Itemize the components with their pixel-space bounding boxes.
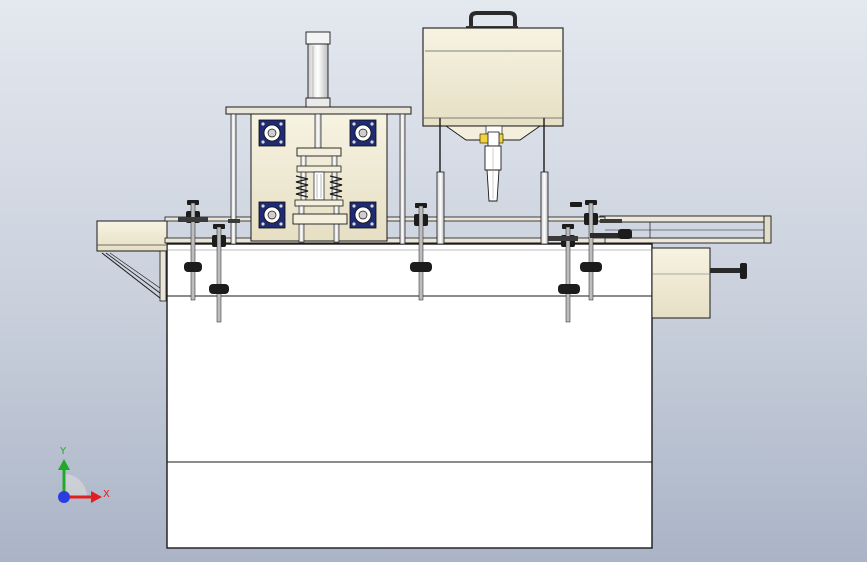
cap-hopper bbox=[422, 11, 564, 245]
cabinet-body bbox=[166, 243, 653, 549]
x-axis-label: X bbox=[103, 489, 110, 500]
coordinate-triad: Y X bbox=[58, 446, 110, 503]
servo-motor-bottom-left bbox=[258, 201, 286, 229]
rail-clamp-left bbox=[178, 217, 240, 223]
left-infeed-table bbox=[96, 220, 168, 302]
box-knob[interactable] bbox=[710, 263, 747, 279]
servo-motor-top-right bbox=[349, 119, 377, 147]
spring-guide-mechanism bbox=[292, 147, 348, 243]
support-bracket bbox=[101, 250, 167, 302]
hopper-handle[interactable] bbox=[469, 11, 517, 28]
guide-adjuster-2[interactable] bbox=[209, 224, 229, 323]
guide-adjuster-5[interactable] bbox=[570, 200, 602, 301]
guide-adjuster-3[interactable] bbox=[410, 203, 432, 301]
servo-motor-top-left bbox=[258, 119, 286, 147]
rail-clamp-right bbox=[548, 219, 632, 241]
capping-head-assembly bbox=[225, 31, 412, 245]
servo-motor-bottom-right bbox=[349, 201, 377, 229]
dispensing-nozzle bbox=[484, 145, 502, 202]
side-control-box bbox=[651, 247, 747, 319]
y-axis-label: Y bbox=[59, 446, 67, 457]
pneumatic-cylinder bbox=[305, 31, 331, 151]
